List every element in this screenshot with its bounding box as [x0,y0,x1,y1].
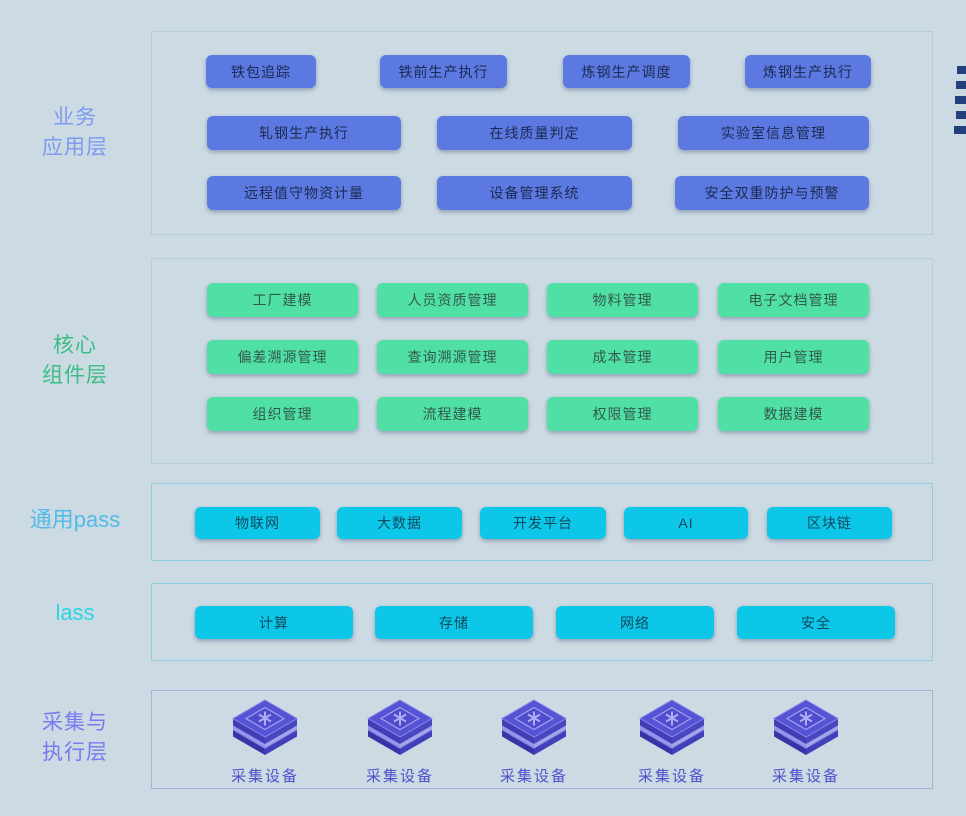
collector-device: 采集设备 [345,699,455,786]
collector-device: 采集设备 [617,699,727,786]
core-layer-title: 核心 组件层 [42,334,108,387]
paas-node: 开发平台 [480,507,606,539]
edge-mark [956,81,966,89]
paas-node: 大数据 [337,507,462,539]
business-layer-box [151,31,933,235]
business-node: 远程值守物资计量 [207,176,401,210]
collector-cube-icon [232,699,298,755]
business-node: 轧钢生产执行 [207,116,401,150]
business-node: 炼钢生产调度 [563,55,690,88]
device-label: 采集设备 [771,768,840,785]
paas-node: AI [624,507,748,539]
device-layer-title: 采集与 执行层 [42,711,108,764]
core-node: 成本管理 [547,340,698,374]
core-node: 流程建模 [377,397,528,431]
core-node: 组织管理 [207,397,358,431]
paas-node: 区块链 [767,507,892,539]
core-node: 人员资质管理 [377,283,528,317]
business-node: 炼钢生产执行 [745,55,871,88]
business-node: 铁前生产执行 [380,55,507,88]
paas-node: 物联网 [195,507,320,539]
collector-cube-icon [639,699,705,755]
core-node: 电子文档管理 [718,283,869,317]
device-label: 采集设备 [230,768,299,785]
business-node: 实验室信息管理 [678,116,869,150]
iaas-node: 计算 [195,606,353,639]
edge-mark [956,111,966,119]
core-node: 用户管理 [718,340,869,374]
collector-device: 采集设备 [210,699,320,786]
device-label: 采集设备 [637,768,706,785]
edge-mark [957,66,966,74]
business-layer-title: 业务 应用层 [42,106,108,159]
business-node: 铁包追踪 [206,55,316,88]
core-node: 数据建模 [718,397,869,431]
collector-device: 采集设备 [479,699,589,786]
iaas-layer-title: lass [55,600,95,625]
core-node: 权限管理 [547,397,698,431]
business-node: 在线质量判定 [437,116,632,150]
core-node: 物料管理 [547,283,698,317]
device-label: 采集设备 [365,768,434,785]
edge-mark [954,126,966,134]
business-node: 安全双重防护与预警 [675,176,869,210]
iaas-node: 安全 [737,606,895,639]
iaas-layer-box [151,583,933,661]
collector-cube-icon [367,699,433,755]
core-layer-box [151,258,933,464]
collector-cube-icon [773,699,839,755]
business-node: 设备管理系统 [437,176,632,210]
core-node: 工厂建模 [207,283,358,317]
collector-cube-icon [501,699,567,755]
device-label: 采集设备 [499,768,568,785]
core-node: 偏差溯源管理 [207,340,358,374]
device-layer-box [151,690,933,789]
iaas-node: 网络 [556,606,714,639]
paas-layer-title: 通用pass [29,507,121,532]
edge-mark [955,96,966,104]
collector-device: 采集设备 [751,699,861,786]
core-node: 查询溯源管理 [377,340,528,374]
paas-layer-box [151,483,933,561]
iaas-node: 存储 [375,606,533,639]
